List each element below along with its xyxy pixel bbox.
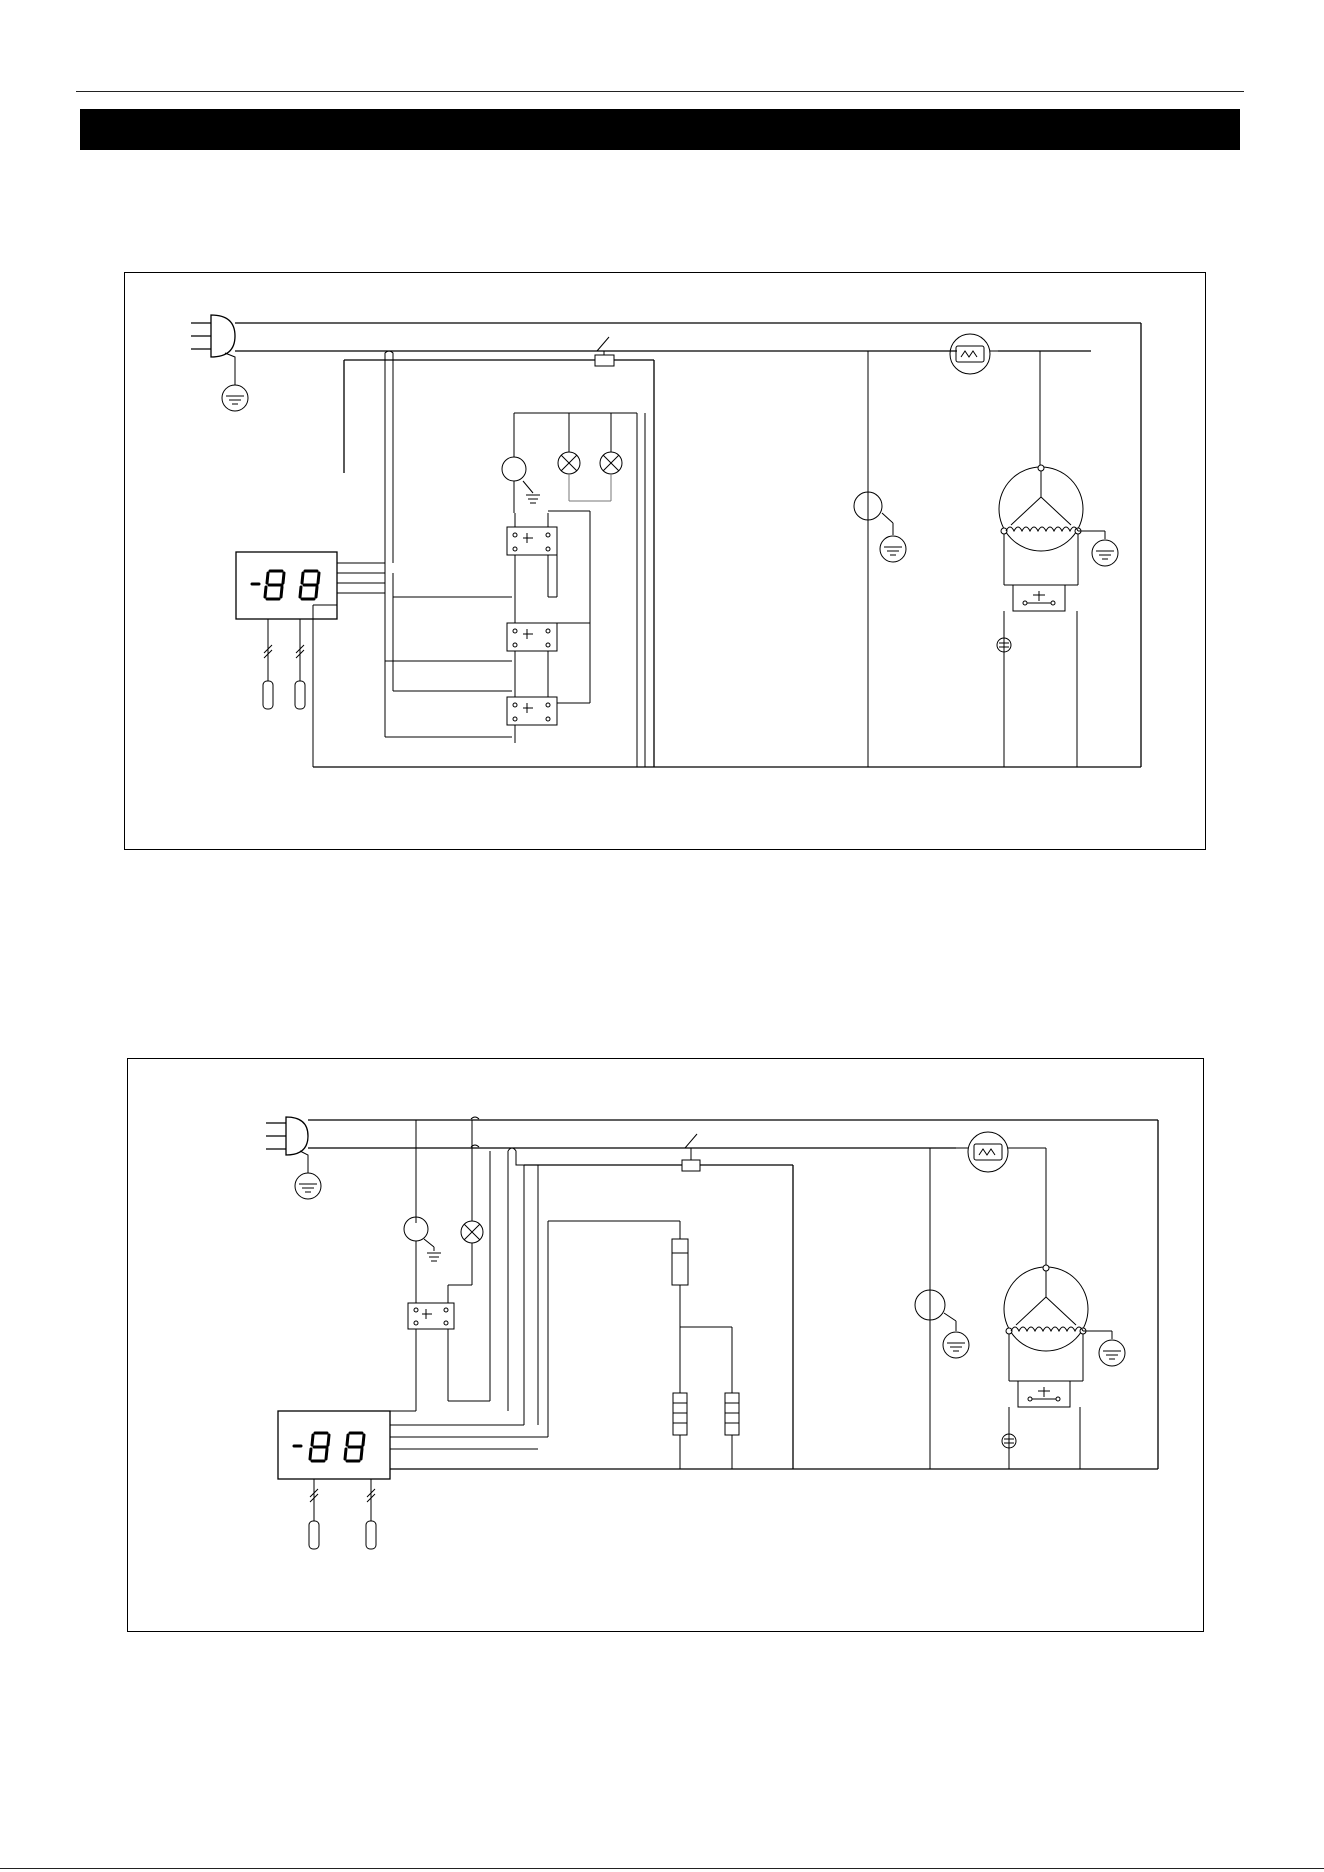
relay-control-wiring [385,351,512,737]
wiring-diagram-2 [128,1059,1205,1633]
condenser-fan-icon [915,1148,969,1469]
title-bar [80,109,1240,150]
temperature-sensor-probes [263,619,305,709]
top-rule [76,91,1244,92]
defrost-heater-icon [854,351,906,767]
display-digit-1 [310,1433,329,1461]
heater-element-2-icon [725,1393,739,1469]
lamp-1-icon [558,413,580,474]
relay-3 [507,697,557,725]
display-digit-1 [265,571,284,599]
wiring-diagram-1 [125,273,1207,851]
compressor-icon [999,465,1118,566]
start-relay-icon [1009,1334,1083,1469]
start-relay-icon [1004,534,1078,767]
door-switch [344,337,654,767]
lamp-icon [448,1120,483,1285]
temperature-sensor-probes [309,1479,376,1549]
power-plug-icon [191,315,235,369]
temperature-display [294,1433,364,1461]
thermal-protector-icon [950,334,1040,468]
thermal-protector-icon [956,1132,1046,1267]
temperature-display [252,571,319,599]
main-supply-wires [235,323,1141,767]
defrost-fuse-icon [672,1239,732,1393]
heater-element-1-icon [673,1327,687,1469]
relay-1 [408,1281,490,1411]
relay-2 [507,623,557,651]
controller-output-wires [390,1117,682,1449]
power-plug-icon [266,1117,308,1163]
display-digit-2 [345,1433,364,1461]
lamp-2-icon [600,413,622,474]
fan-motor-icon [404,1120,441,1281]
main-supply-wires [308,1120,1158,1469]
diagram-2-frame [127,1058,1204,1632]
compressor-icon [1004,1265,1125,1366]
diagram-1-frame [124,272,1206,850]
display-digit-2 [300,571,319,599]
relay-1 [507,527,557,555]
bottom-rule [0,1868,1324,1869]
door-switch [524,1134,793,1469]
fan-motor-icon [502,413,637,767]
earth-ground-icon [222,369,248,411]
earth-ground-icon [295,1163,321,1199]
